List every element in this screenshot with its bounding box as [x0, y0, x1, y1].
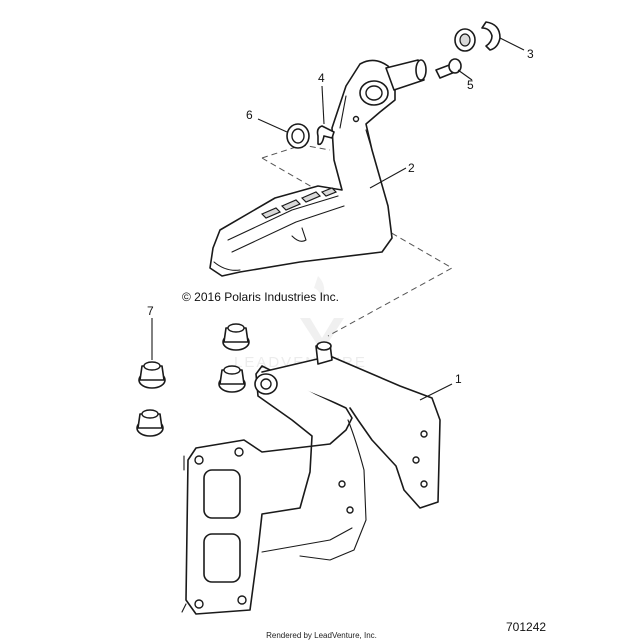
flange-nut[interactable] — [138, 361, 166, 389]
render-credit: Rendered by LeadVenture, Inc. — [266, 631, 377, 640]
copyright-notice: © 2016 Polaris Industries Inc. — [182, 290, 339, 304]
part-3-bushing-and-clip[interactable] — [454, 21, 525, 52]
callout-labels: 1 2 3 4 5 6 7 — [147, 47, 534, 386]
callout-3: 3 — [527, 47, 534, 61]
part-5-pin[interactable] — [435, 58, 473, 81]
diagram-number: 701242 — [506, 620, 547, 634]
part-4-cotter-pin[interactable] — [316, 85, 335, 146]
callout-7: 7 — [147, 304, 154, 318]
flange-nut[interactable] — [218, 365, 246, 393]
part-7-flange-nuts[interactable] — [136, 318, 250, 437]
flange-nut[interactable] — [222, 323, 250, 351]
callout-2: 2 — [408, 161, 415, 175]
callout-4: 4 — [318, 71, 325, 85]
flange-nut[interactable] — [136, 409, 164, 437]
callout-6: 6 — [246, 108, 253, 122]
part-2-brake-pedal[interactable] — [209, 59, 427, 277]
callout-1: 1 — [455, 372, 462, 386]
part-1-mounting-bracket[interactable] — [181, 341, 453, 615]
callout-5: 5 — [467, 78, 474, 92]
part-6-bushing[interactable] — [257, 118, 310, 149]
